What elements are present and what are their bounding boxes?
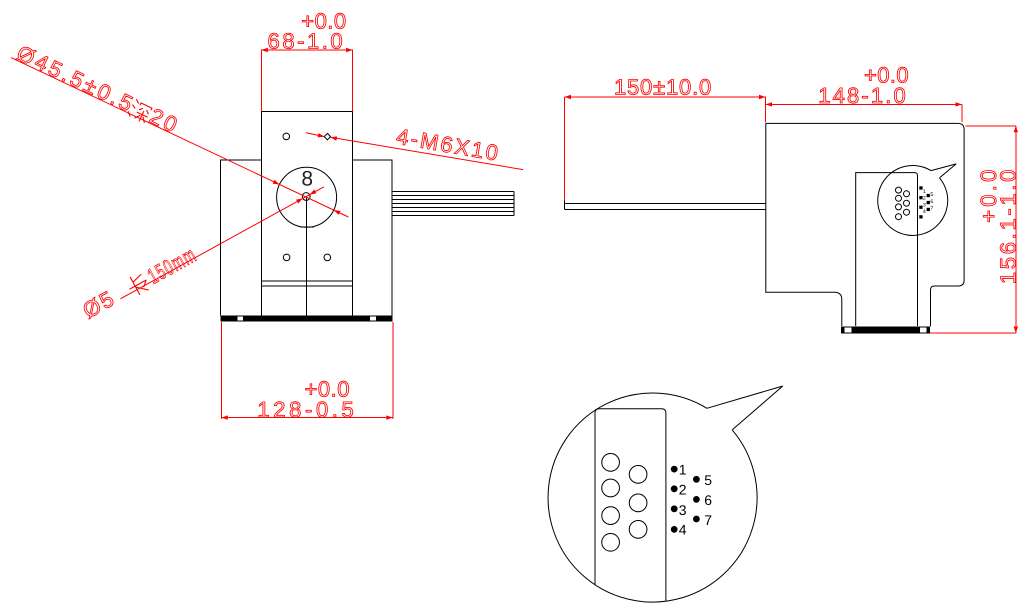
svg-text:6: 6 (704, 492, 712, 508)
svg-text:150mm: 150mm (143, 242, 201, 289)
svg-text:7: 7 (704, 512, 712, 528)
svg-text:+0.0: +0.0 (301, 9, 346, 34)
svg-text:7: 7 (930, 206, 933, 212)
svg-text:+0.0: +0.0 (976, 170, 1001, 223)
svg-text:2: 2 (923, 196, 926, 202)
svg-text:Ø5: Ø5 (78, 285, 119, 323)
svg-text:8: 8 (301, 168, 313, 191)
svg-text:1: 1 (679, 461, 687, 477)
svg-text:5: 5 (930, 192, 933, 198)
svg-text:Ø45.5±0.5: Ø45.5±0.5 (13, 40, 139, 117)
svg-text:3: 3 (679, 502, 687, 518)
svg-text:156.1-1.0: 156.1-1.0 (995, 170, 1020, 285)
svg-text:5: 5 (704, 472, 712, 488)
svg-text:4: 4 (923, 209, 926, 215)
svg-text:2: 2 (679, 482, 687, 498)
svg-text:1: 1 (923, 189, 926, 195)
svg-text:4: 4 (679, 522, 687, 538)
svg-text:3: 3 (923, 202, 926, 208)
svg-text:+0.0: +0.0 (864, 62, 909, 87)
svg-text:4-M6X10: 4-M6X10 (395, 124, 502, 166)
svg-text:6: 6 (930, 199, 933, 205)
svg-text:150±10.0: 150±10.0 (614, 75, 711, 100)
svg-text:+0.0: +0.0 (305, 376, 350, 401)
